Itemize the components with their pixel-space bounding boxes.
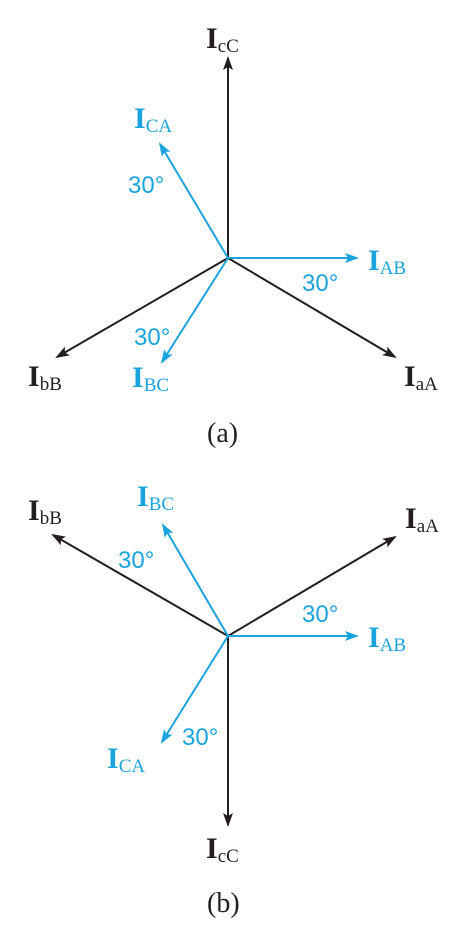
label-IaA-b: IaA [405, 502, 439, 537]
phasor-IaA-a [227, 257, 397, 359]
phasor-ICA-a [158, 142, 229, 259]
angle-label-IBC-IbB-a: 30° [134, 324, 170, 351]
phasor-ICA-b [160, 635, 229, 744]
label-IAB-a: IAB [368, 244, 406, 279]
angle-label-IAB-IaA-a: 30° [302, 270, 338, 297]
angle-label-ICA-IcC-b: 30° [182, 724, 218, 751]
label-IbB-b: IbB [28, 494, 62, 529]
angle-label-IAB-IaA-b: 30° [302, 601, 338, 628]
phasor-IbB-b [51, 534, 229, 637]
caption-b: (b) [207, 888, 240, 919]
phasor-IbB-a [55, 257, 229, 359]
label-IaA-a: IaA [404, 360, 438, 395]
caption-a: (a) [207, 418, 238, 449]
phasor-IBC-b [161, 523, 229, 637]
label-IAB-b: IAB [368, 621, 406, 656]
label-IcC-a: IcC [206, 22, 239, 57]
angle-label-ICA-IcC-a: 30° [128, 172, 164, 199]
diagram-a: IcC IaA IbB IAB ICA IBC 30° 30° 30° (a) [28, 22, 438, 449]
label-IcC-b: IcC [206, 832, 239, 867]
phasor-IBC-a [160, 257, 229, 364]
phasor-IaA-b [227, 535, 397, 637]
angle-label-IBC-IbB-b: 30° [118, 547, 154, 574]
label-IBC-a: IBC [132, 361, 169, 396]
label-ICA-a: ICA [134, 102, 172, 137]
label-ICA-b: ICA [107, 742, 145, 777]
diagram-b: IbB IaA IcC IAB IBC ICA 30° 30° 30° (b) [28, 480, 439, 919]
label-IbB-a: IbB [28, 360, 62, 395]
label-IBC-b: IBC [137, 480, 174, 515]
